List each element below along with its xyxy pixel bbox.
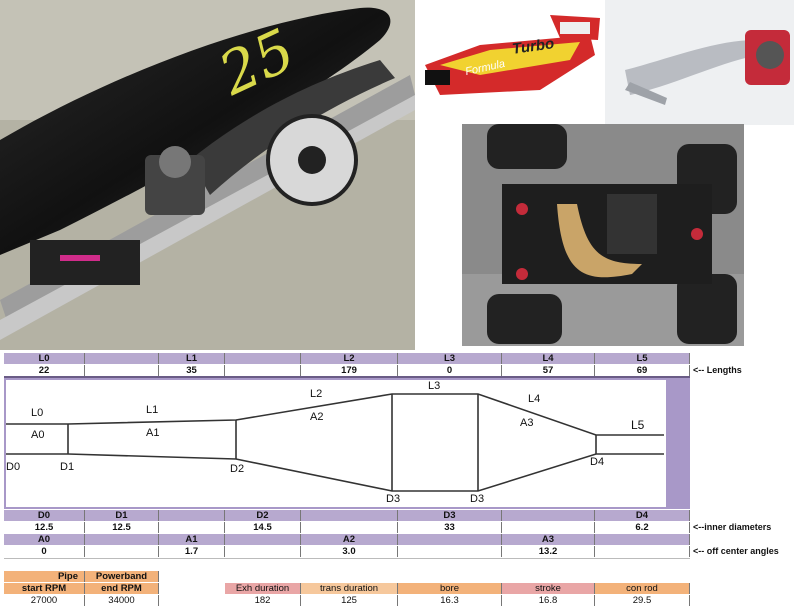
rpm-end-value[interactable]: 34000 (85, 595, 159, 606)
diameter-value-2[interactable] (159, 522, 225, 533)
tuned-pipe-spreadsheet: L0 L1 L2 L3 L4 L5 22 35 179 0 57 69 <-- … (0, 351, 794, 609)
engine-header-bore: bore (398, 583, 502, 594)
angles-header-5 (398, 534, 502, 545)
lengths-header-4: L2 (301, 353, 398, 364)
length-value-6[interactable]: 57 (502, 365, 595, 376)
length-value-1[interactable] (85, 365, 159, 376)
label-L0: L0 (31, 407, 44, 419)
diameters-header-2 (159, 510, 225, 521)
lengths-header-5: L3 (398, 353, 502, 364)
angle-value-5[interactable] (398, 546, 502, 557)
angles-header-4: A2 (301, 534, 398, 545)
label-L3: L3 (428, 380, 441, 392)
label-L2: L2 (310, 388, 323, 400)
diameters-note: <--inner diameters (693, 522, 772, 532)
angle-value-3[interactable] (225, 546, 301, 557)
engine-value-conrod[interactable]: 29.5 (595, 595, 690, 606)
label-A2: A2 (310, 411, 324, 423)
angle-value-7[interactable] (595, 546, 690, 557)
angles-header-0: A0 (4, 534, 85, 545)
label-D0: D0 (6, 461, 21, 473)
length-value-5[interactable]: 0 (398, 365, 502, 376)
diameters-header-4 (301, 510, 398, 521)
diameters-header-3: D2 (225, 510, 301, 521)
diameters-header-5: D3 (398, 510, 502, 521)
diameters-header-0: D0 (4, 510, 85, 521)
rc-boat-photo: 25 (0, 0, 415, 350)
rpm-start-value[interactable]: 27000 (4, 595, 85, 606)
angles-header-3 (225, 534, 301, 545)
length-value-2[interactable]: 35 (159, 365, 225, 376)
length-value-3[interactable] (225, 365, 301, 376)
angles-header-2: A1 (159, 534, 225, 545)
angles-header-6: A3 (502, 534, 595, 545)
engine-value-trans[interactable]: 125 (301, 595, 398, 606)
bottom-divider (4, 558, 690, 559)
label-A3: A3 (520, 417, 534, 429)
engine-header-exh: Exh duration (225, 583, 301, 594)
pipe-profile-svg (6, 393, 664, 492)
engine-value-bore[interactable]: 16.3 (398, 595, 502, 606)
diameter-value-6[interactable] (502, 522, 595, 533)
angles-note: <-- off center angles (693, 546, 779, 556)
label-L1: L1 (146, 404, 159, 416)
label-A0: A0 (31, 429, 45, 441)
pipe-diagram-panel: L0 A0 D0 D1 L1 A1 D2 L2 A2 L3 D3 D3 L4 A… (6, 380, 666, 507)
diameter-value-3[interactable]: 14.5 (225, 522, 301, 533)
lengths-header-1 (85, 353, 159, 364)
length-value-7[interactable]: 69 (595, 365, 690, 376)
angle-value-1[interactable] (85, 546, 159, 557)
engine-header-trans: trans duration (301, 583, 398, 594)
diameter-value-1[interactable]: 12.5 (85, 522, 159, 533)
label-D4: D4 (590, 456, 605, 468)
engine-value-stroke[interactable]: 16.8 (502, 595, 595, 606)
length-value-4[interactable]: 179 (301, 365, 398, 376)
angle-value-2[interactable]: 1.7 (159, 546, 225, 557)
pipe-diagram-frame: L0 A0 D0 D1 L1 A1 D2 L2 A2 L3 D3 D3 L4 A… (4, 378, 690, 509)
length-value-0[interactable]: 22 (4, 365, 85, 376)
toy-boat-photo: Turbo Formula (420, 10, 602, 105)
engine-header-conrod: con rod (595, 583, 690, 594)
rpm-header-pipe: Pipe (4, 571, 85, 582)
diameter-value-5[interactable]: 33 (398, 522, 502, 533)
lengths-header-0: L0 (4, 353, 85, 364)
rpm-header-powerband: Powerband (85, 571, 159, 582)
angles-header-1 (85, 534, 159, 545)
rc-truck-photo (462, 124, 744, 346)
label-A1: A1 (146, 427, 160, 439)
label-L4: L4 (528, 393, 541, 405)
diameters-header-1: D1 (85, 510, 159, 521)
label-D3-right: D3 (470, 493, 485, 505)
diameter-value-0[interactable]: 12.5 (4, 522, 85, 533)
lengths-header-6: L4 (502, 353, 595, 364)
label-D1: D1 (60, 461, 75, 473)
engine-value-exh[interactable]: 182 (225, 595, 301, 606)
engine-photo (605, 0, 794, 125)
engine-header-stroke: stroke (502, 583, 595, 594)
angle-value-0[interactable]: 0 (4, 546, 85, 557)
lengths-header-2: L1 (159, 353, 225, 364)
diameters-header-6 (502, 510, 595, 521)
lengths-header-3 (225, 353, 301, 364)
label-D2: D2 (230, 463, 245, 475)
rpm-header-end: end RPM (85, 583, 159, 594)
diameter-value-7[interactable]: 6.2 (595, 522, 690, 533)
angles-header-7 (595, 534, 690, 545)
angle-value-4[interactable]: 3.0 (301, 546, 398, 557)
diameter-value-4[interactable] (301, 522, 398, 533)
rpm-header-start: start RPM (4, 583, 85, 594)
lengths-header-7: L5 (595, 353, 690, 364)
row-divider (4, 376, 690, 378)
label-L5: L5 (631, 418, 645, 432)
lengths-note: <-- Lengths (693, 365, 742, 375)
label-D3-left: D3 (386, 493, 401, 505)
pipe-labels: L0 A0 D0 D1 L1 A1 D2 L2 A2 L3 D3 D3 L4 A… (6, 380, 666, 507)
diameters-header-7: D4 (595, 510, 690, 521)
angle-value-6[interactable]: 13.2 (502, 546, 595, 557)
